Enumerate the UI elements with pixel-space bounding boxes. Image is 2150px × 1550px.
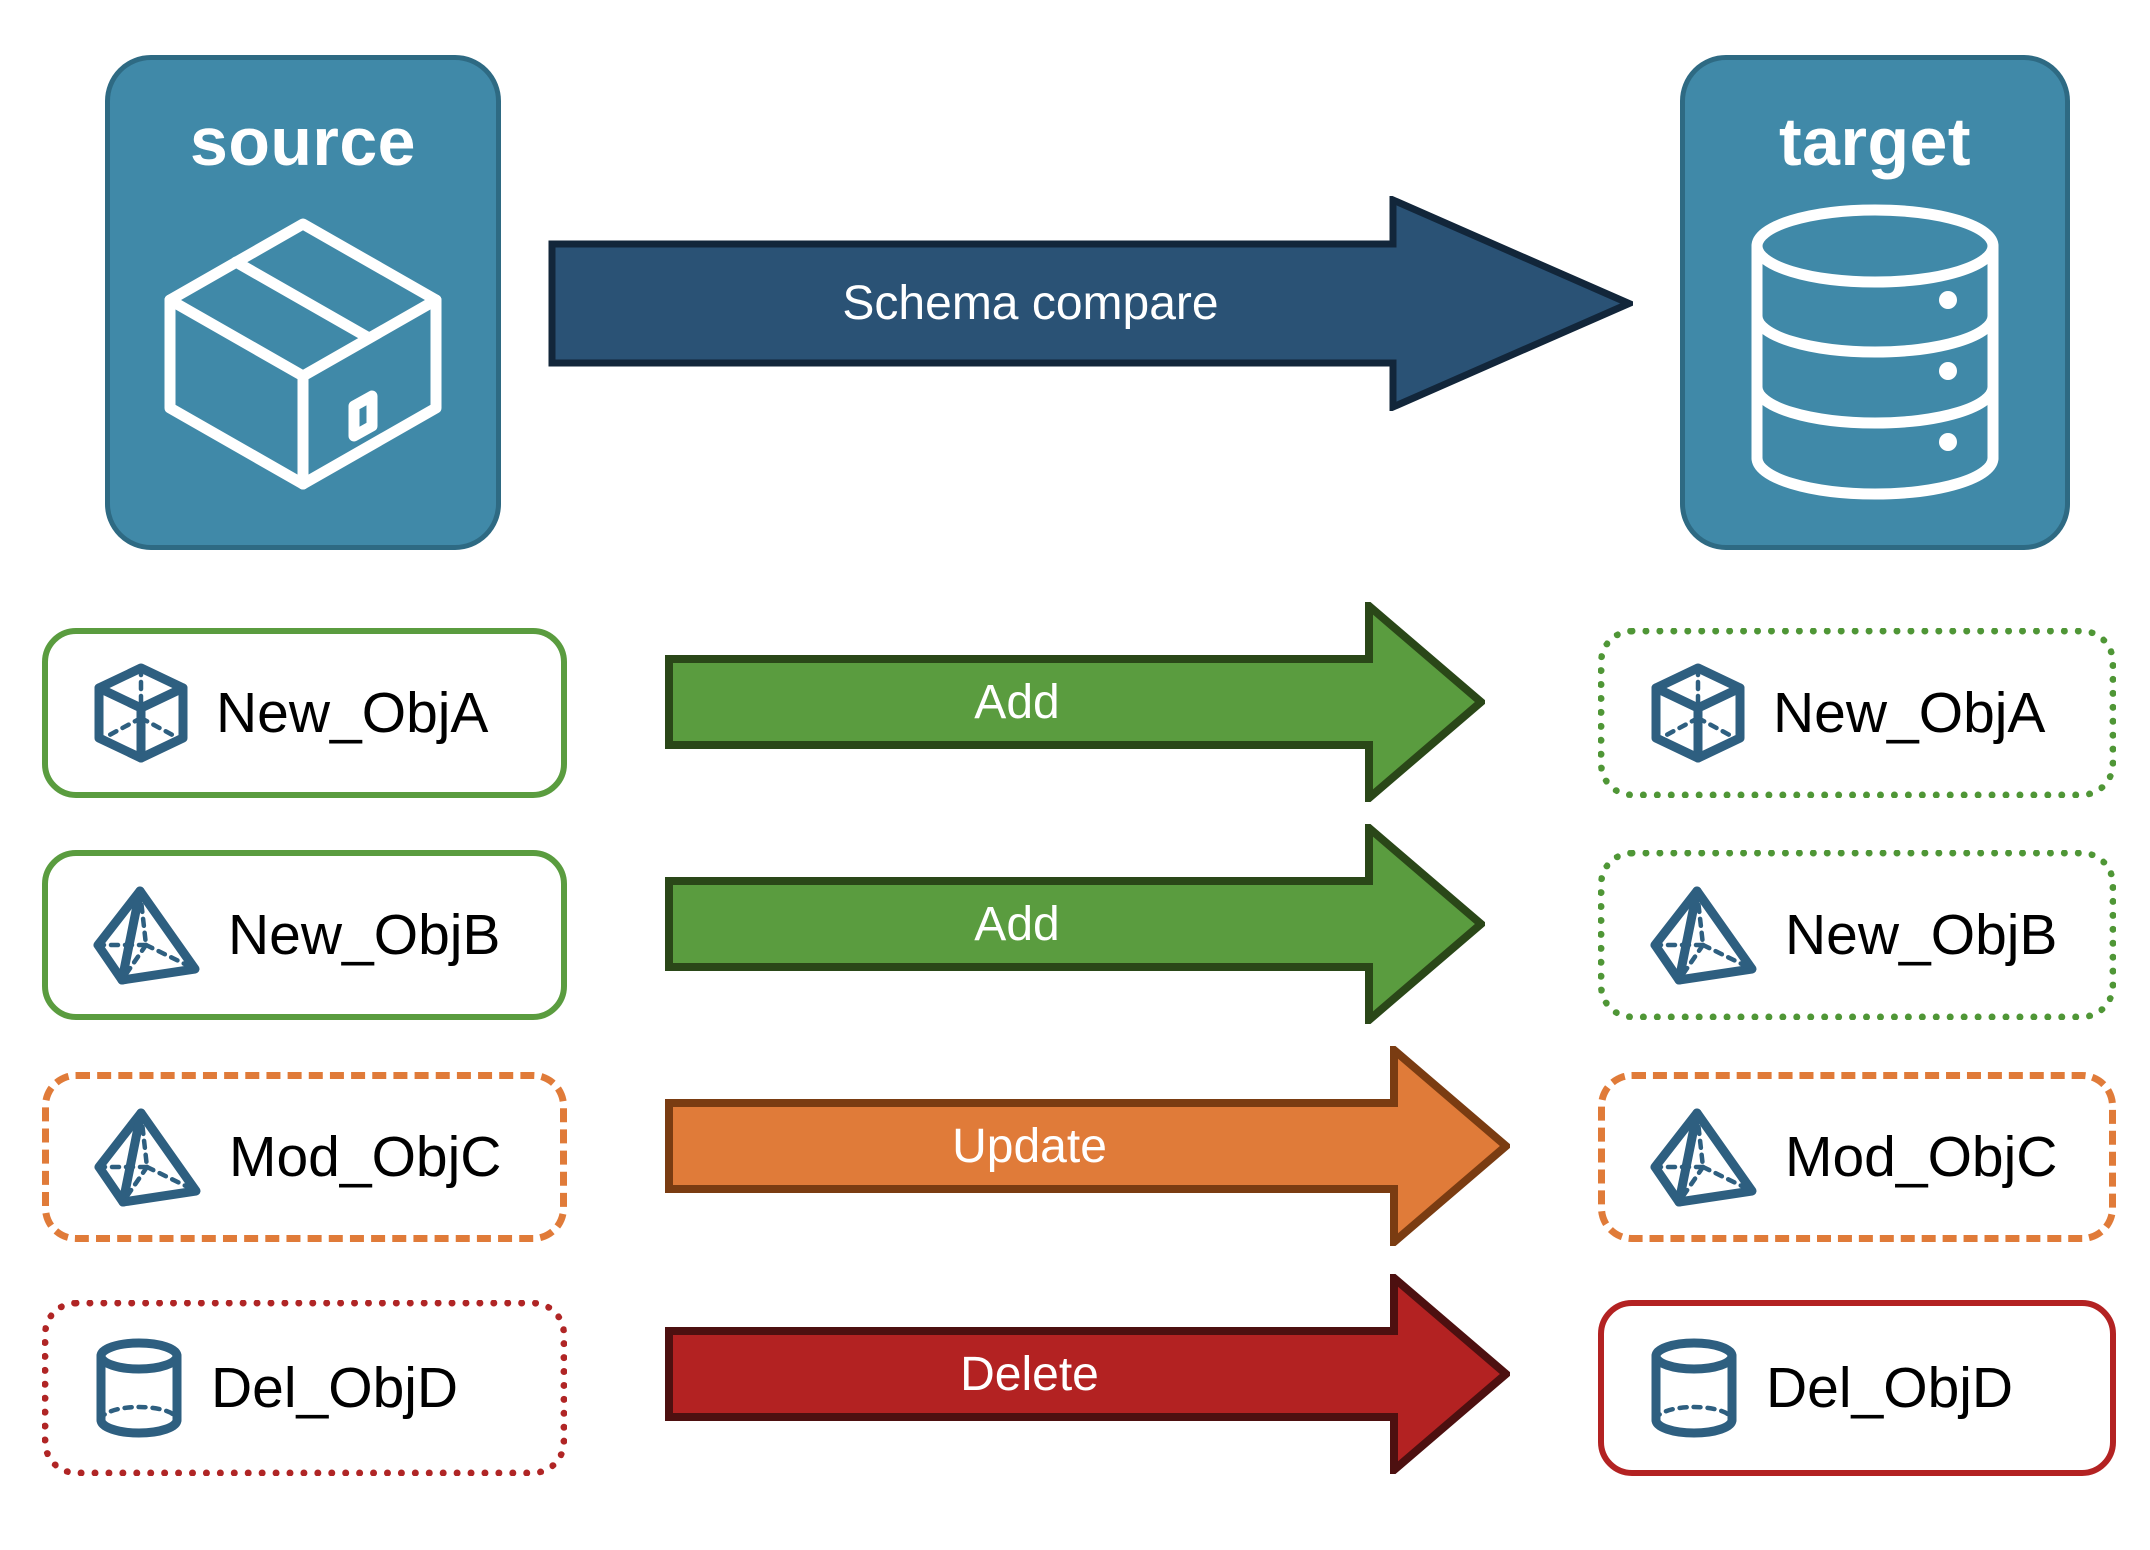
object-row: Mod_ObjC Update xyxy=(0,1046,2150,1252)
target-object-card[interactable]: New_ObjB xyxy=(1598,850,2116,1020)
source-object-label: New_ObjB xyxy=(228,903,501,967)
package-box-icon xyxy=(158,202,448,502)
pyramid-wireframe-icon xyxy=(93,1105,203,1209)
cube-wireframe-icon xyxy=(92,661,190,765)
cylinder-wireframe-icon xyxy=(1648,1336,1740,1440)
pyramid-wireframe-icon xyxy=(1649,1105,1759,1209)
target-object-card[interactable]: Del_ObjD xyxy=(1598,1300,2116,1476)
pyramid-wireframe-icon xyxy=(92,883,202,987)
target-endpoint-card: target xyxy=(1680,55,2070,550)
action-arrow-add: Add xyxy=(665,824,1485,1024)
source-object-card[interactable]: Del_ObjD xyxy=(42,1300,567,1476)
cube-wireframe-icon xyxy=(1649,661,1747,765)
action-arrow-update: Update xyxy=(665,1046,1510,1246)
pyramid-wireframe-icon xyxy=(1649,883,1759,987)
source-object-card[interactable]: New_ObjB xyxy=(42,850,567,1020)
object-row: Del_ObjD Delete Del_ObjD xyxy=(0,1274,2150,1480)
action-arrow-delete: Delete xyxy=(665,1274,1510,1474)
source-object-card[interactable]: Mod_ObjC xyxy=(42,1072,567,1242)
target-object-label: New_ObjB xyxy=(1785,903,2058,967)
cylinder-wireframe-icon xyxy=(93,1336,185,1440)
source-object-label: Del_ObjD xyxy=(211,1356,459,1420)
source-title: source xyxy=(190,104,416,180)
target-object-card[interactable]: New_ObjA xyxy=(1598,628,2116,798)
target-object-label: Del_ObjD xyxy=(1766,1356,2014,1420)
source-object-card[interactable]: New_ObjA xyxy=(42,628,567,798)
source-endpoint-card: source xyxy=(105,55,501,550)
target-title: target xyxy=(1779,104,1971,180)
source-object-label: Mod_ObjC xyxy=(229,1125,502,1189)
target-object-label: New_ObjA xyxy=(1773,681,2046,745)
object-row: New_ObjB Add Ne xyxy=(0,824,2150,1030)
object-row: New_ObjA Add New_ xyxy=(0,602,2150,808)
database-cylinder-icon xyxy=(1745,202,2005,502)
source-object-label: New_ObjA xyxy=(216,681,489,745)
schema-compare-arrow: Schema compare xyxy=(548,196,1633,411)
target-object-label: Mod_ObjC xyxy=(1785,1125,2058,1189)
action-arrow-add: Add xyxy=(665,602,1485,802)
target-object-card[interactable]: Mod_ObjC xyxy=(1598,1072,2116,1242)
